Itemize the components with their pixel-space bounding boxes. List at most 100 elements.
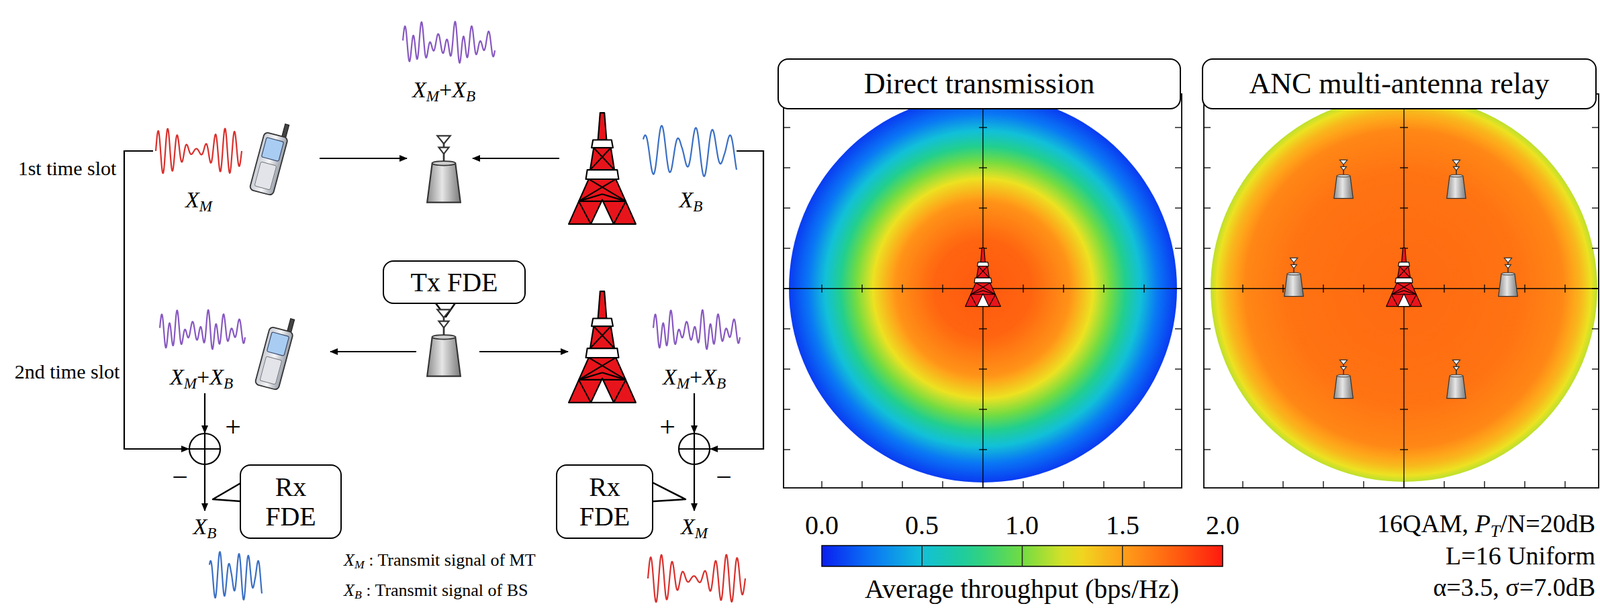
drawing-part [978, 167, 987, 168]
drawing-part: B [354, 588, 362, 602]
drawing-part [1174, 408, 1182, 410]
drawing-part: M [199, 197, 213, 215]
signal-waveform [653, 310, 740, 350]
drawing-part [978, 368, 987, 370]
tick-label: 1.0 [1005, 510, 1039, 541]
drawing-part [1203, 167, 1211, 168]
drawing-part: X [169, 364, 184, 390]
drawing-part [1403, 481, 1404, 489]
drawing-part [942, 481, 943, 489]
relay-station [1498, 257, 1519, 297]
drawing-part [1203, 93, 1599, 489]
adder-cross [693, 433, 695, 465]
drawing-part: 0.0 [805, 510, 839, 541]
drawing-part: X [451, 77, 466, 103]
signal-waveform [159, 310, 246, 350]
drawing-part [1362, 481, 1364, 489]
mobile-terminal [254, 314, 297, 391]
drawing-part [783, 126, 791, 128]
drawing-part: − [171, 461, 188, 493]
drawing-part [921, 545, 924, 567]
drawing-part: Average throughput (bps/Hz) [864, 574, 1180, 605]
drawing-part [901, 284, 903, 293]
drawing-part: B [465, 87, 476, 105]
drawing-part [783, 288, 791, 289]
parameter-text: α=3.5, σ=7.0dB [1432, 574, 1596, 603]
waveforms [155, 21, 746, 603]
box-text: Rx FDE [571, 472, 639, 532]
drawing-part: M [199, 197, 213, 215]
axes [1203, 93, 1599, 489]
drawing-part [1103, 481, 1104, 489]
drawing-part: X [412, 77, 427, 103]
output-arrow [204, 465, 206, 511]
throughput-ring [868, 173, 1098, 404]
tick-label: 2.0 [1205, 510, 1240, 541]
sign-label: + [224, 411, 242, 443]
heatmap [1203, 93, 1599, 489]
drawing-part: + [196, 364, 210, 390]
time-slot-label: 2nd time slot [14, 360, 121, 383]
drawing-part: + [689, 364, 703, 390]
base-station [568, 112, 636, 225]
drawing-part [1203, 288, 1211, 289]
downlink-arrow [330, 351, 417, 353]
drawing-part [1483, 481, 1485, 489]
sign-label: − [715, 461, 732, 493]
drawing-part: 1.0 [1005, 510, 1039, 541]
drawing-part [1174, 328, 1182, 329]
drawing-part [1242, 284, 1243, 293]
drawing-part [978, 207, 987, 209]
drawing-part [1399, 368, 1408, 370]
drawing-part: T [1490, 521, 1500, 542]
drawing-part: B [223, 374, 233, 393]
drawing-part [1022, 481, 1024, 489]
base-station [568, 291, 636, 403]
box-text: Direct transmission [864, 67, 1095, 101]
adder-circle [678, 433, 710, 465]
callout-box: Rx FDE [555, 464, 654, 540]
signal-waveform [647, 555, 746, 603]
signal-label: XB [193, 514, 217, 540]
drawing-part: M [426, 87, 440, 105]
box-text: Rx FDE [257, 472, 325, 532]
output-arrow [693, 465, 695, 511]
signal-label: XB [679, 187, 703, 213]
drawing-part [1203, 328, 1211, 329]
drawing-part [1591, 408, 1599, 410]
time-slot-label: 1st time slot [18, 157, 117, 180]
drawing-part: X [209, 364, 224, 390]
drawing-part: M [676, 374, 690, 393]
drawing-part: 0.5 [905, 510, 939, 541]
sum-arrow [204, 393, 206, 434]
drawing-part: B [223, 374, 233, 393]
drawing-part [1022, 284, 1024, 293]
signal-waveform [402, 21, 495, 64]
drawing-part [982, 481, 983, 489]
drawing-part: X [680, 514, 695, 540]
drawing-part: M [354, 557, 365, 572]
drawing-part: : Transmit signal of MT [364, 550, 536, 571]
callout-box: Tx FDE [382, 260, 526, 305]
box-text: Tx FDE [410, 267, 499, 298]
drawing-part [1591, 288, 1599, 289]
drawing-part: M [183, 374, 197, 393]
drawing-part: M [676, 374, 690, 393]
relay-station [427, 135, 461, 203]
drawing-part [1443, 481, 1445, 489]
drawing-part [1399, 408, 1408, 410]
drawing-part [1399, 126, 1408, 128]
drawing-part [1121, 545, 1124, 567]
signal-arrows [124, 151, 764, 511]
drawing-part: : Transmit signal of BS [361, 580, 529, 601]
drawing-part: M [694, 524, 708, 542]
drawing-part: α=3.5, σ=7.0dB [1432, 573, 1596, 602]
signal-label: XM+XB [169, 364, 233, 390]
tick-label: 0.5 [905, 510, 939, 541]
drawing-part: Rx FDE [265, 472, 317, 532]
drawing-part: T [1490, 521, 1500, 542]
drawing-part: 16QAM, [1377, 509, 1476, 538]
drawing-part [1174, 288, 1182, 289]
drawing-part [1174, 368, 1182, 370]
